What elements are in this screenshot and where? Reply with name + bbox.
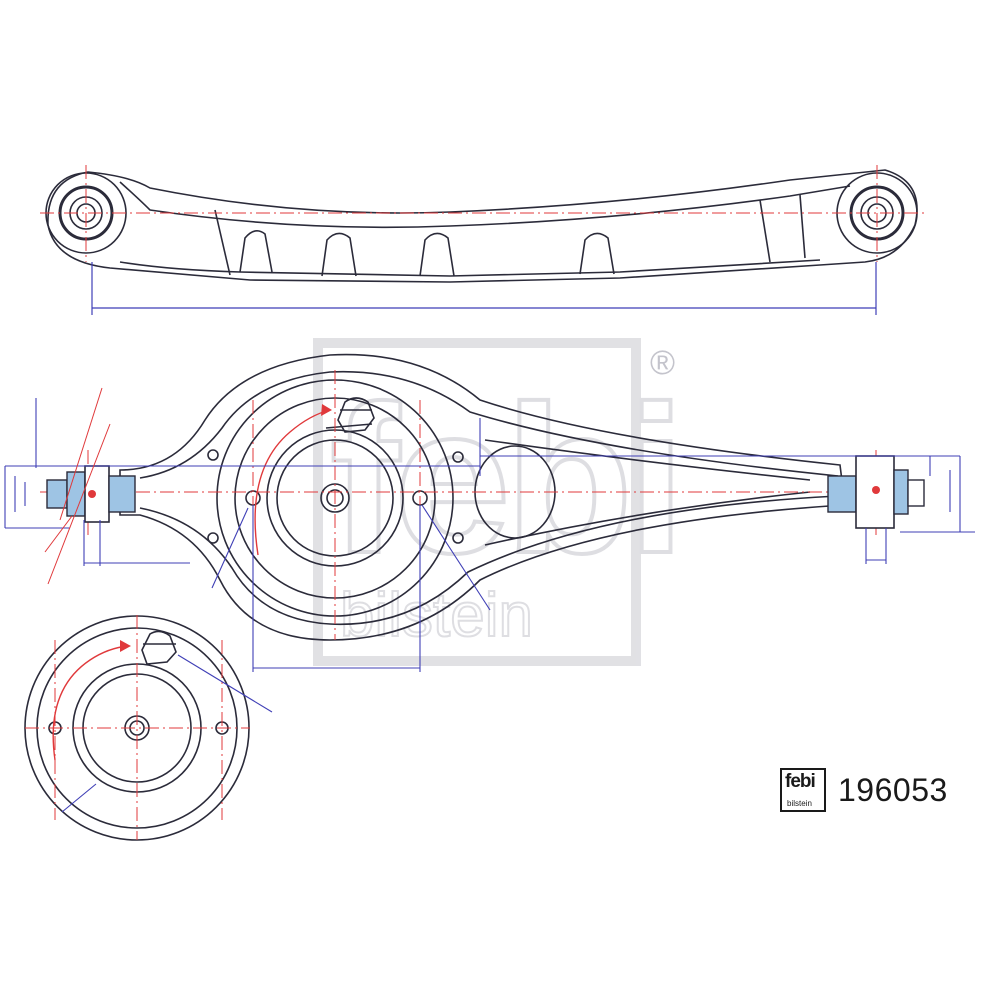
- watermark-febi: febi: [330, 362, 679, 597]
- seat-rotation-arrow: [254, 409, 331, 556]
- detail-leader-lines: [61, 654, 273, 813]
- top-view-dimensions: [4, 398, 975, 672]
- part-number: 196053: [838, 772, 948, 808]
- left-leader-lines: [44, 387, 111, 585]
- side-view-centerlines: [40, 165, 925, 262]
- febi-logo: febi bilstein: [780, 768, 826, 812]
- seat-rotation-arrowhead: [321, 404, 332, 416]
- watermark-logo: febi bilstein: [313, 338, 687, 666]
- logo-text-bilstein: bilstein: [787, 799, 812, 808]
- logo-text-febi: febi: [785, 771, 816, 792]
- detail-rotation-arrowhead: [120, 640, 131, 652]
- right-bushing: [827, 455, 925, 529]
- side-view: [45, 169, 918, 283]
- side-view-dimension: [91, 262, 877, 315]
- registered-mark: ®: [650, 344, 675, 382]
- detail-view-centerlines: [25, 615, 250, 840]
- detail-rotation-arrow: [52, 645, 129, 761]
